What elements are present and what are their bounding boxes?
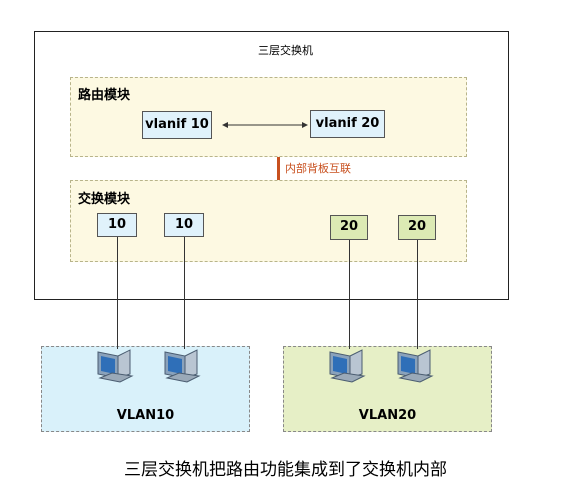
switch-title: 三层交换机 bbox=[258, 44, 313, 57]
vlan10-area bbox=[41, 346, 250, 432]
port-vlan10-b: 10 bbox=[164, 213, 204, 237]
port-vlan20-a: 20 bbox=[330, 215, 368, 240]
routing-module-label: 路由模块 bbox=[78, 88, 131, 103]
vlan20-label: VLAN20 bbox=[358, 408, 417, 423]
vlan20-area bbox=[283, 346, 492, 432]
diagram-caption: 三层交换机把路由功能集成到了交换机内部 bbox=[124, 460, 447, 480]
vlan10-label: VLAN10 bbox=[116, 408, 175, 423]
backplane-label: 内部背板互联 bbox=[285, 162, 351, 175]
vlanif-20-box: vlanif 20 bbox=[310, 110, 385, 138]
bidirectional-arrow-icon bbox=[222, 122, 308, 128]
routing-module bbox=[70, 77, 467, 157]
cable-vlan20-b bbox=[417, 240, 418, 349]
computer-icon bbox=[397, 349, 434, 383]
port-vlan20-b: 20 bbox=[398, 215, 436, 240]
backplane-connector bbox=[277, 157, 280, 180]
cable-vlan10-b bbox=[184, 237, 185, 349]
vlanif-10-box: vlanif 10 bbox=[142, 111, 212, 139]
switching-module-label: 交换模块 bbox=[78, 192, 131, 207]
computer-icon bbox=[329, 349, 366, 383]
port-vlan10-a: 10 bbox=[97, 213, 137, 237]
computer-icon bbox=[164, 349, 201, 383]
cable-vlan10-a bbox=[117, 237, 118, 349]
cable-vlan20-a bbox=[349, 240, 350, 349]
computer-icon bbox=[97, 349, 134, 383]
